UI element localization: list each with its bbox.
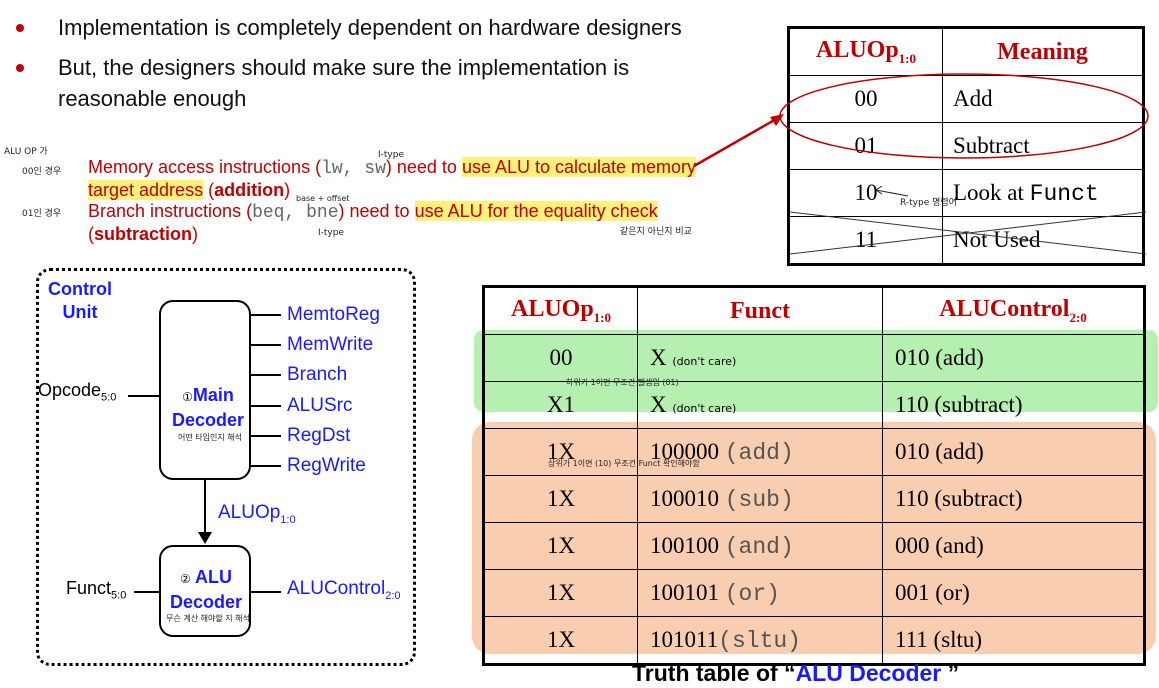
main-decoder-block [159, 300, 251, 480]
funct-wire [134, 591, 159, 593]
strike-cross [790, 211, 1146, 255]
note-base-offset: base + offset [296, 194, 350, 203]
branch-line: Branch instructions (beq, bne) need to u… [88, 201, 658, 244]
header-alucontrol: ALUControl2:0 [882, 286, 1145, 335]
main-decoder-label: ①Main Decoder [171, 385, 245, 430]
output-wire [251, 344, 281, 346]
alucontrol-wire [251, 591, 281, 593]
note-x1: 하위가 1이면 무조건 뺄셈임 (01) [566, 378, 679, 387]
table-row: 00 Add [788, 75, 1144, 123]
header-funct: Funct [637, 286, 883, 335]
alu-decoder-label: ② ALU Decoder [169, 567, 243, 612]
red-arrow [693, 114, 784, 168]
control-unit-title: Control Unit [48, 279, 112, 322]
bullet-dot [16, 24, 24, 32]
table-row: 1X 100010 (sub) 110 (subtract) [483, 475, 1145, 523]
control-unit-box [36, 268, 416, 666]
aluop-meaning-table: ALUOp1:0 Meaning 00 Add 01 Subtract 10 L… [787, 26, 1145, 266]
table-row: 1X 101011(sltu) 111 (sltu) [483, 616, 1145, 665]
note-aluop: ALU OP 가 [4, 147, 48, 157]
funct-label: Funct5:0 [66, 578, 127, 602]
output-regwrite: RegWrite [287, 455, 366, 476]
note-main: 어떤 타입인지 해석 [178, 433, 242, 442]
table-row: 1X 100100 (and) 000 (and) [483, 522, 1145, 570]
opcode-label: Opcode5:0 [38, 380, 117, 404]
bullet-dot [16, 64, 24, 72]
output-memtoreg: MemtoReg [287, 304, 380, 325]
rtype-arrow [875, 185, 909, 197]
output-wire [251, 374, 281, 376]
aluop-arrow [198, 480, 212, 544]
table-row: 01 Subtract [788, 122, 1144, 170]
header-meaning: Meaning [942, 27, 1144, 76]
output-regdst: RegDst [287, 425, 351, 446]
table-row: X1 X (don't care) 110 (subtract) [483, 381, 1145, 429]
note-case01: 01인 경우 [22, 209, 62, 219]
note-itype-bottom: I-type [318, 228, 345, 238]
aluop-label: ALUOp1:0 [218, 502, 296, 526]
alu-decoder-block [159, 545, 251, 637]
memory-access-line: Memory access instructions (lw, sw) need… [88, 157, 697, 200]
note-alu: 무슨 계산 해야할 지 해석 [166, 614, 250, 623]
note-compare: 같은지 아닌지 비교 [620, 227, 692, 237]
note-1x: 상위가 1이면 (10) 무조건 Funct 확인해야함 [548, 459, 700, 468]
truth-table-caption: Truth table of “ALU Decoder ” [632, 660, 960, 686]
table-row: 1X 100101 (or) 001 (or) [483, 569, 1145, 617]
header-aluop: ALUOp1:0 [483, 286, 638, 335]
note-rtype: R-type 명령어 [900, 198, 957, 208]
table-row: 1X 100000 (add) 010 (add) [483, 428, 1145, 476]
table-row: 00 X (don't care) 010 (add) [483, 334, 1145, 382]
note-itype-top: I-type [378, 150, 405, 160]
opcode-wire [128, 395, 159, 397]
output-wire [251, 314, 281, 316]
red-ellipse [779, 73, 1149, 159]
output-alusrc: ALUSrc [287, 395, 353, 416]
bullet-2: But, the designers should make sure the … [58, 55, 630, 111]
note-case00: 00인 경우 [22, 167, 62, 177]
bullet-1: Implementation is completely dependent o… [58, 15, 682, 40]
header-aluop: ALUOp1:0 [788, 27, 943, 76]
alucontrol-label: ALUControl2:0 [287, 578, 401, 602]
output-wire [251, 405, 281, 407]
truth-table: ALUOp1:0 Funct ALUControl2:0 00 X (don't… [482, 285, 1146, 666]
output-branch: Branch [287, 364, 348, 385]
output-wire [251, 435, 281, 437]
table-row: 10 Look at Funct [788, 169, 1144, 217]
output-memwrite: MemWrite [287, 334, 374, 355]
output-wire [251, 465, 281, 467]
